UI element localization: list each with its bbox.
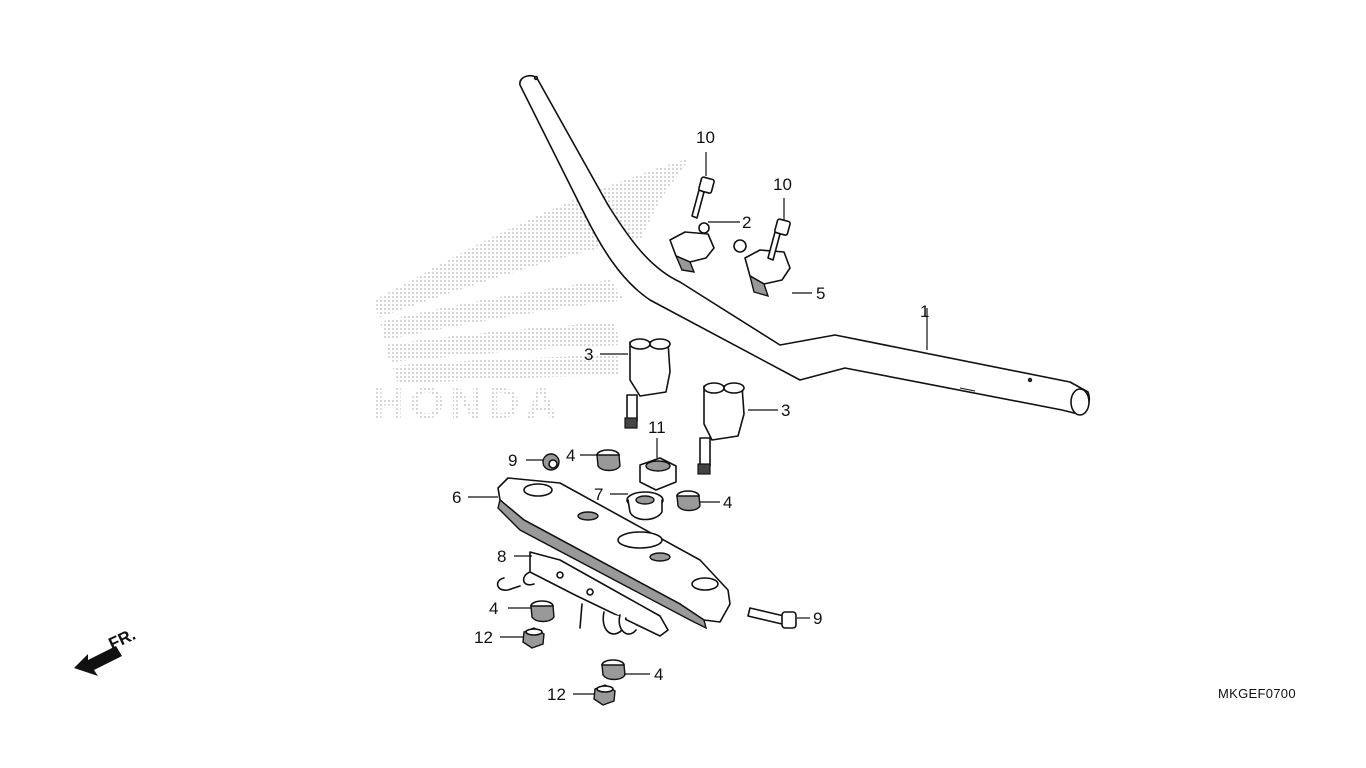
nut-lower-right bbox=[593, 684, 616, 706]
honda-wing-watermark: HONDA bbox=[372, 158, 690, 428]
callout-12-right: 12 bbox=[547, 685, 566, 704]
callout-3-left: 3 bbox=[584, 345, 593, 364]
callout-9-right: 9 bbox=[813, 609, 822, 628]
rubber-lower-left bbox=[530, 600, 555, 623]
honda-watermark-text: HONDA bbox=[372, 379, 563, 428]
bracket bbox=[496, 551, 669, 637]
bolt-small-left bbox=[542, 453, 560, 471]
bolt-upper-right bbox=[767, 218, 791, 261]
bolt-long-right bbox=[747, 607, 797, 629]
callout-8: 8 bbox=[497, 547, 506, 566]
callout-12-left: 12 bbox=[474, 628, 493, 647]
callout-10-right: 10 bbox=[773, 175, 792, 194]
riser-left bbox=[624, 338, 671, 429]
callout-2: 2 bbox=[742, 213, 751, 232]
washer bbox=[626, 491, 664, 521]
callout-4-lower-left: 4 bbox=[489, 599, 498, 618]
nut-lower-left bbox=[522, 627, 545, 649]
diagram-code: MKGEF0700 bbox=[1218, 686, 1296, 701]
rubber-lower-right bbox=[601, 659, 626, 681]
callout-6: 6 bbox=[452, 488, 461, 507]
callout-3-right: 3 bbox=[781, 401, 790, 420]
callout-11: 11 bbox=[648, 418, 666, 437]
callout-4-upper-left: 4 bbox=[566, 446, 575, 465]
upper-holder-with-tab bbox=[733, 239, 791, 298]
callout-5: 5 bbox=[816, 284, 825, 303]
rubber-upper-left bbox=[596, 449, 621, 472]
arrow-left-icon bbox=[74, 646, 122, 676]
bolt-upper-left bbox=[691, 176, 715, 219]
rubber-upper-right bbox=[676, 490, 701, 512]
callout-labels: 1 2 3 3 4 4 4 4 5 6 7 8 9 9 10 10 11 12 … bbox=[452, 128, 929, 704]
upper-holder bbox=[669, 222, 715, 273]
callout-1: 1 bbox=[920, 302, 929, 321]
front-direction-arrow: FR. bbox=[74, 625, 139, 676]
callout-7: 7 bbox=[594, 485, 603, 504]
handlebar bbox=[519, 74, 1091, 416]
callout-10-left: 10 bbox=[696, 128, 715, 147]
leader-lines bbox=[468, 152, 928, 695]
callout-4-lower-right: 4 bbox=[654, 665, 663, 684]
callout-4-upper-right: 4 bbox=[723, 493, 732, 512]
riser-right bbox=[697, 382, 745, 475]
top-bridge bbox=[497, 477, 731, 630]
stem-nut bbox=[639, 457, 677, 491]
callout-9-left: 9 bbox=[508, 451, 517, 470]
